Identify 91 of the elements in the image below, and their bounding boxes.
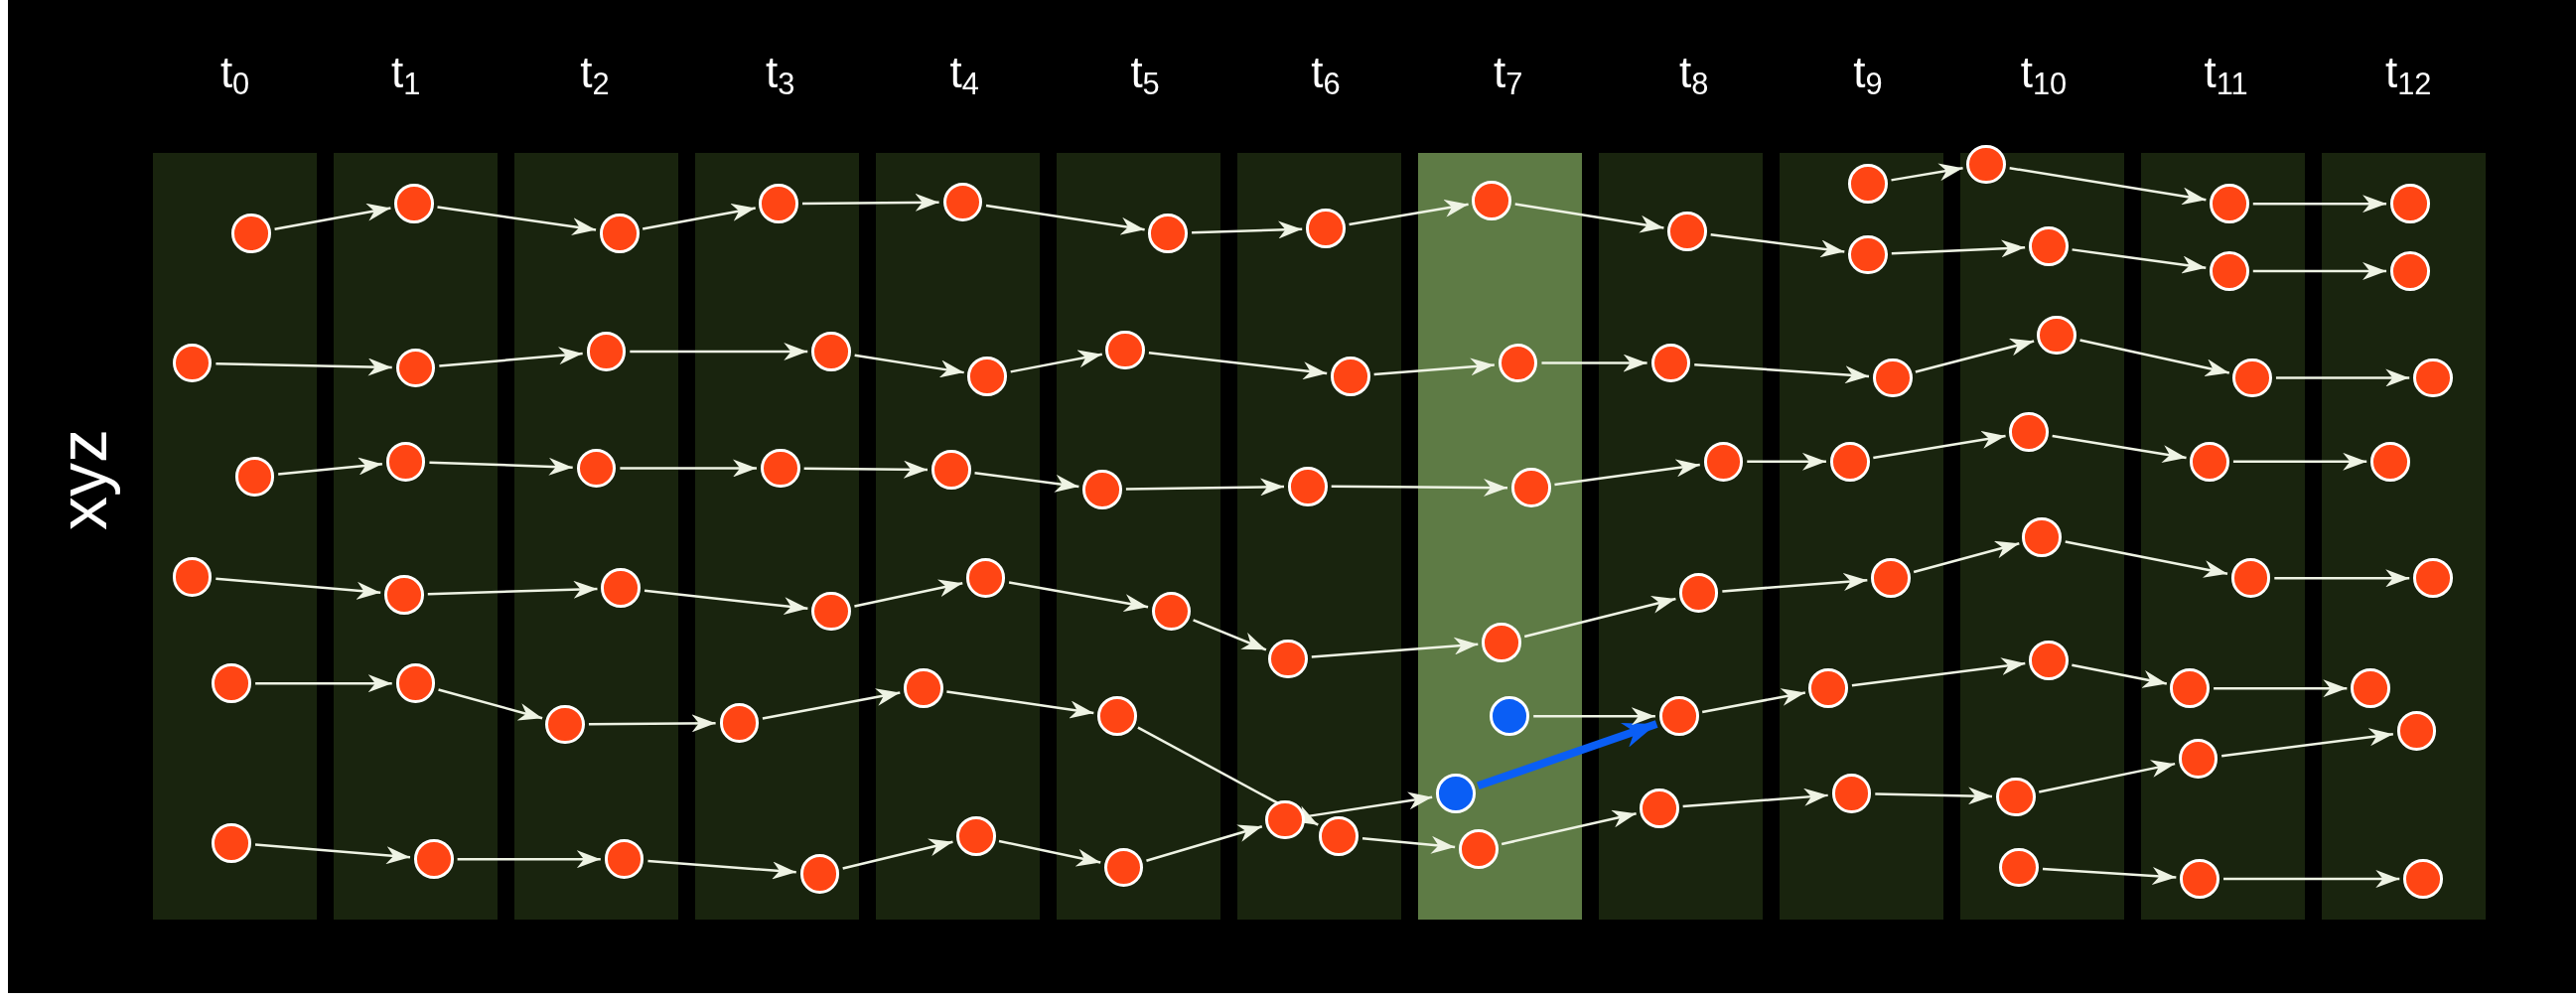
time-step-label: t$_{9}$ <box>1853 50 1883 101</box>
arrow <box>1349 199 1469 226</box>
time-step-label: t$_{3}$ <box>766 50 795 101</box>
arrow <box>2072 663 2168 688</box>
arrow <box>2065 540 2228 578</box>
arrow <box>1331 479 1507 497</box>
arrow <box>1554 459 1700 487</box>
arrow <box>1193 619 1267 651</box>
arrow <box>2214 679 2348 698</box>
arrow <box>2042 867 2177 885</box>
arrow <box>215 577 381 600</box>
arrow <box>1192 220 1303 239</box>
arrow <box>1008 581 1149 612</box>
arrow <box>762 688 901 720</box>
time-step-label: t$_{4}$ <box>949 50 979 101</box>
arrow <box>1710 233 1845 258</box>
arrow <box>2072 248 2207 274</box>
arrow <box>946 690 1094 719</box>
arrow <box>985 204 1145 235</box>
arrow <box>1873 431 2006 460</box>
arrow <box>1891 163 1963 182</box>
time-step-label: t$_{2}$ <box>580 50 610 101</box>
arrow <box>802 193 939 212</box>
arrow <box>457 850 601 869</box>
arrow <box>427 580 598 599</box>
arrow <box>647 859 796 880</box>
arrow <box>1875 787 1993 805</box>
time-step-label: t$_{7}$ <box>1494 50 1523 101</box>
arrow <box>2274 569 2410 588</box>
arrow <box>2038 760 2176 793</box>
arrow <box>1361 835 1456 854</box>
arrow <box>588 714 716 733</box>
time-step-label: t$_{1}$ <box>390 50 421 101</box>
arrow <box>254 843 411 865</box>
arrow <box>1701 688 1806 714</box>
arrow <box>429 457 573 476</box>
arrow <box>1523 596 1676 639</box>
arrow <box>1308 791 1433 818</box>
arrow <box>1851 657 2026 687</box>
arrow <box>2275 368 2410 387</box>
arrow <box>278 457 382 476</box>
arrow <box>439 347 583 367</box>
arrow <box>842 838 953 870</box>
arrow <box>644 589 808 616</box>
arrow <box>2252 261 2387 280</box>
arrow <box>1694 362 1870 384</box>
arrow <box>2052 434 2187 463</box>
arrow <box>1148 351 1328 380</box>
arrow <box>2221 728 2394 758</box>
arrow <box>274 203 391 230</box>
arrow <box>854 354 964 378</box>
arrow <box>1533 707 1655 726</box>
time-step-label: t$_{12}$ <box>2385 50 2432 101</box>
arrow <box>630 343 808 361</box>
arrow <box>1891 239 2026 258</box>
arrow <box>438 688 543 721</box>
arrow <box>1311 637 1479 658</box>
time-step-label: t$_{10}$ <box>2020 50 2068 101</box>
arrow <box>998 839 1101 867</box>
time-step-label: t$_{5}$ <box>1130 50 1160 101</box>
arrow <box>1477 720 1658 790</box>
detection-point <box>1966 144 2006 185</box>
arrow <box>2009 167 2207 206</box>
time-step-label: t$_{6}$ <box>1311 50 1341 101</box>
arrow <box>1010 350 1103 373</box>
arrow <box>1125 478 1284 497</box>
arrow <box>803 460 929 479</box>
arrow <box>437 206 597 235</box>
time-step-label: t$_{11}$ <box>2204 50 2248 101</box>
arrow <box>974 472 1079 493</box>
arrow <box>1541 354 1647 372</box>
arrow <box>255 674 392 693</box>
arrow <box>1514 203 1664 233</box>
arrow <box>642 204 756 230</box>
arrow <box>2223 870 2400 889</box>
arrow <box>2252 195 2387 214</box>
arrow <box>620 459 757 478</box>
time-step-label: t$_{8}$ <box>1678 50 1709 101</box>
arrow <box>1722 573 1868 593</box>
arrow <box>1146 824 1263 862</box>
arrow <box>1915 338 2035 373</box>
arrow <box>1373 358 1495 376</box>
time-step-label: t$_{0}$ <box>219 50 250 101</box>
arrow <box>2079 339 2230 377</box>
arrow <box>1682 787 1828 808</box>
arrow <box>1501 809 1637 846</box>
arrow <box>854 579 963 608</box>
arrow <box>1913 540 2020 574</box>
arrow <box>2232 452 2367 471</box>
arrow <box>1747 452 1826 471</box>
arrow <box>215 358 392 376</box>
